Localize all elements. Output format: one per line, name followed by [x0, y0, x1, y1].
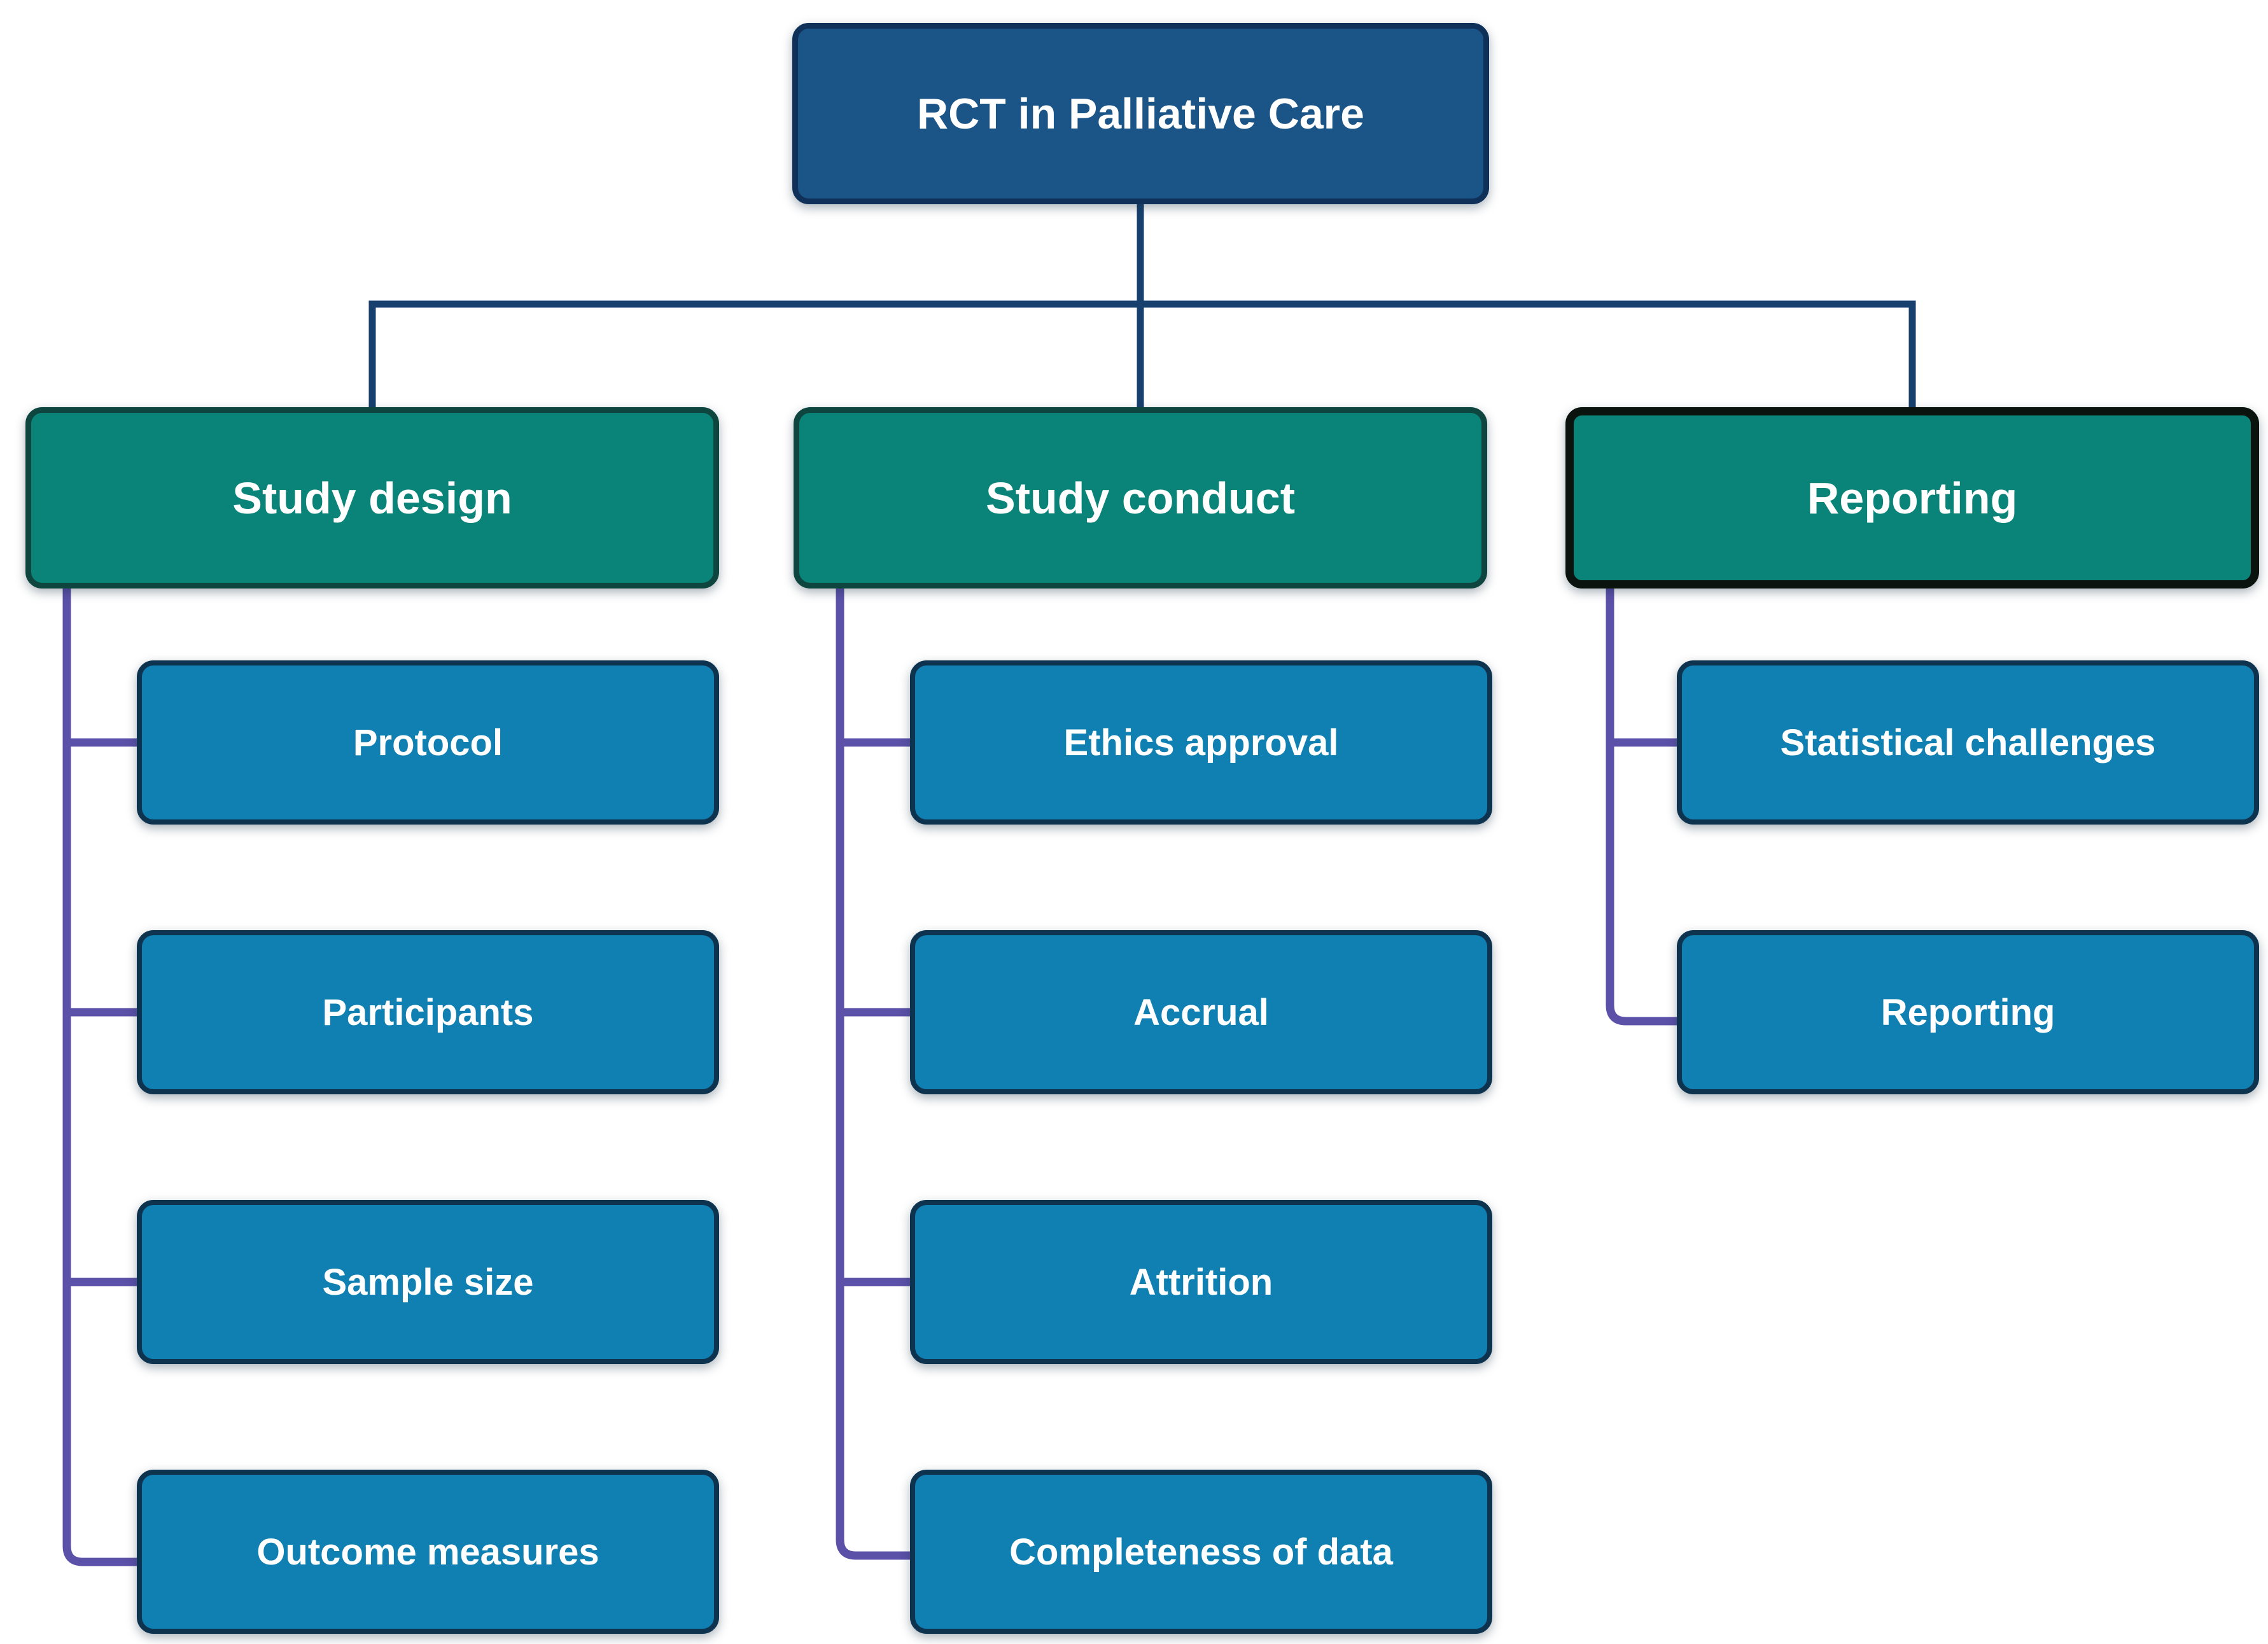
branch-node-study-design: Study design: [25, 407, 719, 589]
child-protocol-label: Protocol: [353, 721, 503, 763]
child-reporting-label: Reporting: [1880, 991, 2055, 1033]
child-node-accrual: Accrual: [910, 930, 1492, 1094]
child-node-reporting: Reporting: [1677, 930, 2259, 1094]
bracket-connector-study-design: [62, 585, 139, 1566]
child-node-ethics-approval: Ethics approval: [910, 660, 1492, 825]
child-node-protocol: Protocol: [137, 660, 719, 825]
branch-node-study-conduct: Study conduct: [794, 407, 1487, 589]
child-outcome-measures-label: Outcome measures: [256, 1531, 599, 1573]
child-ethics-approval-label: Ethics approval: [1063, 721, 1339, 763]
child-attrition-label: Attrition: [1129, 1261, 1273, 1303]
child-completeness-of-data-label: Completeness of data: [1009, 1531, 1393, 1573]
bracket-connector-study-conduct: [836, 585, 912, 1560]
bracket-connector-reporting: [1606, 585, 1679, 1026]
child-sample-size-label: Sample size: [322, 1261, 534, 1303]
root-node-label: RCT in Palliative Care: [917, 89, 1364, 138]
child-accrual-label: Accrual: [1133, 991, 1269, 1033]
branch-study-conduct-label: Study conduct: [985, 473, 1296, 523]
child-node-completeness-of-data: Completeness of data: [910, 1470, 1492, 1634]
child-node-statistical-challenges: Statistical challenges: [1677, 660, 2259, 825]
child-node-sample-size: Sample size: [137, 1200, 719, 1364]
branch-node-reporting: Reporting: [1565, 407, 2259, 589]
child-node-participants: Participants: [137, 930, 719, 1094]
branch-reporting-label: Reporting: [1807, 473, 2018, 523]
child-participants-label: Participants: [322, 991, 534, 1033]
trunk-connector-lines: [368, 204, 1916, 412]
root-node-rct-palliative-care: RCT in Palliative Care: [792, 23, 1489, 204]
branch-study-design-label: Study design: [232, 473, 512, 523]
child-node-outcome-measures: Outcome measures: [137, 1470, 719, 1634]
child-statistical-challenges-label: Statistical challenges: [1780, 721, 2156, 763]
child-node-attrition: Attrition: [910, 1200, 1492, 1364]
